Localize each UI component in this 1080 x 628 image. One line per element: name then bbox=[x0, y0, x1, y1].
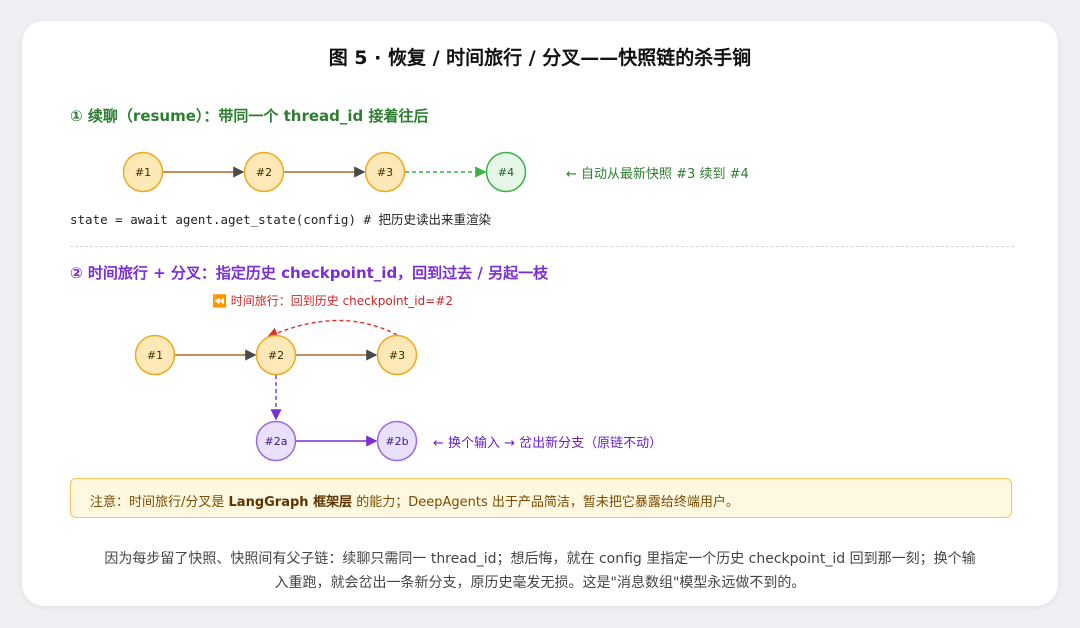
branch-note: ← 换个输入 → 岔出新分支（原链不动） bbox=[433, 436, 663, 451]
node-s2-1: #1 bbox=[134, 334, 176, 376]
node-label: #2b bbox=[385, 435, 408, 448]
notice-box bbox=[70, 478, 1012, 518]
node-s1-1: #1 bbox=[122, 151, 164, 193]
node-s1-3: #3 bbox=[364, 151, 406, 193]
notice-bold: LangGraph 框架层 bbox=[228, 495, 353, 510]
node-label: #1 bbox=[135, 166, 151, 179]
rewind-note: ⏪ 时间旅行：回到历史 checkpoint_id=#2 bbox=[212, 294, 454, 308]
node-label: #3 bbox=[377, 166, 393, 179]
rewind-arc bbox=[266, 319, 398, 339]
node-label: #2a bbox=[265, 435, 288, 448]
node-s2-3: #3 bbox=[376, 334, 418, 376]
node-label: #2 bbox=[256, 166, 272, 179]
node-label: #2 bbox=[268, 349, 284, 362]
node-label: #1 bbox=[147, 349, 163, 362]
section2-heading: ② 时间旅行 + 分叉：指定历史 checkpoint_id，回到过去 / 另起… bbox=[70, 264, 549, 282]
node-label: #4 bbox=[498, 166, 514, 179]
notice-prefix: 注意：时间旅行/分叉是 bbox=[90, 495, 229, 510]
caption-line-1: 因为每步留了快照、快照间有父子链：续聊只需同一 thread_id；想后悔，就在… bbox=[104, 551, 976, 567]
notice-text: 注意：时间旅行/分叉是 LangGraph 框架层 的能力；DeepAgents… bbox=[90, 491, 739, 510]
node-s2-2b: #2b bbox=[376, 420, 418, 462]
figure-title: 图 5 · 恢复 / 时间旅行 / 分叉——快照链的杀手锏 bbox=[328, 47, 752, 69]
node-s1-2: #2 bbox=[243, 151, 285, 193]
section-divider bbox=[70, 246, 1014, 247]
code-line: state = await agent.aget_state(config) #… bbox=[70, 212, 492, 227]
resume-note: ← 自动从最新快照 #3 续到 #4 bbox=[566, 167, 749, 182]
caption-line-2: 入重跑，就会岔出一条新分支，原历史毫发无损。这是"消息数组"模型永远做不到的。 bbox=[274, 575, 806, 591]
node-s2-2: #2 bbox=[255, 334, 297, 376]
section1-heading: ① 续聊（resume）：带同一个 thread_id 接着往后 bbox=[70, 107, 429, 125]
notice-suffix: 的能力；DeepAgents 出于产品简洁，暂未把它暴露给终端用户。 bbox=[352, 495, 739, 510]
node-s2-2a: #2a bbox=[255, 420, 297, 462]
node-label: #3 bbox=[389, 349, 405, 362]
node-s1-4: #4 bbox=[485, 151, 527, 193]
